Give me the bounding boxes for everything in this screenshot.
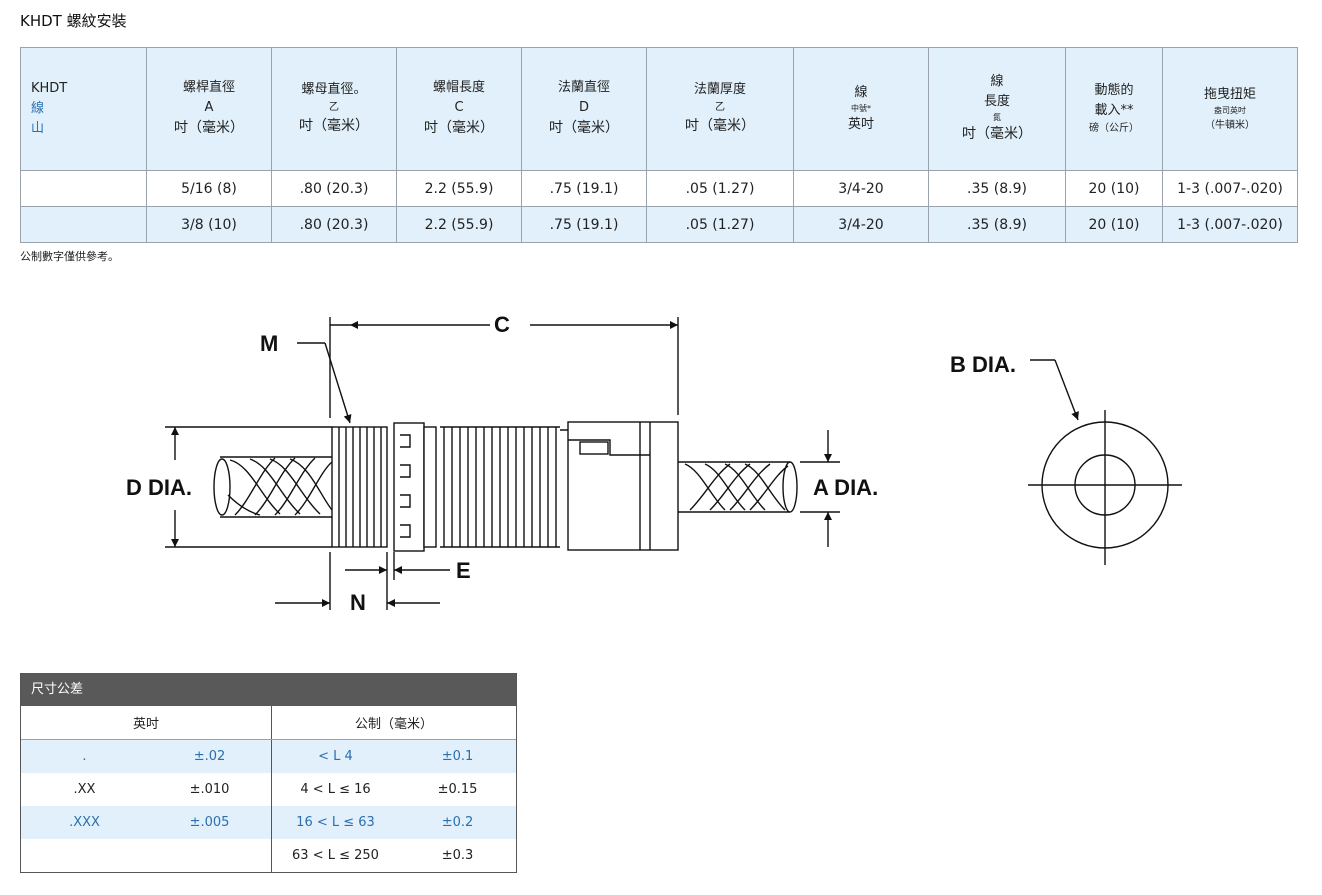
flange [393, 422, 437, 552]
row-header-mount: 山 [31, 121, 45, 137]
row-header-model: KHDT [31, 80, 68, 96]
label-n: N [350, 590, 366, 615]
header-dynamic-load: 動態的 載入** 磅（公斤） [1065, 47, 1163, 171]
header-thread-size: 線 中號* 英吋 [793, 47, 929, 171]
label-b-dia: B DIA. [950, 352, 1016, 377]
table-row: 3/8 (10) .80 (20.3) 2.2 (55.9) .75 (19.1… [20, 206, 1298, 243]
technical-drawing: M C D DIA. A DIA. E N B DIA. [126, 312, 1182, 615]
tolerance-subheader: 英吋 公制（毫米） [21, 706, 516, 740]
label-c: C [494, 312, 510, 337]
metric-note: 公制數字僅供參考。 [20, 250, 119, 263]
table-row: . ±.02 < L 4 ±0.1 [21, 739, 516, 773]
header-thread-length: 線 長度 氮 吋（毫米） [928, 47, 1066, 171]
table-row: 63 < L ≤ 250 ±0.3 [21, 839, 516, 872]
tolerance-title: 尺寸公差 [21, 674, 516, 706]
screw-right [678, 461, 798, 513]
spec-header-row: KHDT 線 山 螺桿直徑 A 吋（毫米） 螺母直徑。 乙 吋（毫米） 螺帽長度… [20, 47, 1298, 171]
spring [440, 426, 560, 548]
table-row: .XXX ±.005 16 < L ≤ 63 ±0.2 [21, 806, 516, 839]
tolerance-table: 尺寸公差 英吋 公制（毫米） . ±.02 < L 4 ±0.1 .XX ±.0… [20, 673, 517, 873]
header-flange-thickness: 法蘭厚度 乙 吋（毫米） [646, 47, 794, 171]
end-view [1028, 359, 1182, 565]
header-nut-dia: 螺母直徑。 乙 吋（毫米） [271, 47, 397, 171]
spec-table: KHDT 線 山 螺桿直徑 A 吋（毫米） 螺母直徑。 乙 吋（毫米） 螺帽長度… [20, 47, 1298, 243]
screw-left [213, 456, 333, 518]
row-header-thread: 線 [31, 100, 45, 116]
table-row: 5/16 (8) .80 (20.3) 2.2 (55.9) .75 (19.1… [20, 170, 1298, 207]
label-e: E [456, 558, 471, 583]
motor-block [560, 421, 679, 551]
label-m: M [260, 331, 278, 356]
col-metric: 公制（毫米） [271, 706, 516, 740]
col-inch: 英吋 [21, 706, 272, 740]
page-title: KHDT 螺紋安裝 [20, 12, 127, 30]
header-drag-torque: 拖曳扭矩 盎司英吋 （牛頓米） [1162, 47, 1298, 171]
header-screw-dia: 螺桿直徑 A 吋（毫米） [146, 47, 272, 171]
label-d-dia: D DIA. [126, 475, 192, 500]
nut-body [331, 426, 388, 548]
header-nut-length: 螺帽長度 C 吋（毫米） [396, 47, 522, 171]
row-header-cell: KHDT 線 山 [20, 47, 147, 171]
header-flange-dia: 法蘭直徑 D 吋（毫米） [521, 47, 647, 171]
label-a-dia: A DIA. [813, 475, 878, 500]
table-row: .XX ±.010 4 < L ≤ 16 ±0.15 [21, 773, 516, 806]
